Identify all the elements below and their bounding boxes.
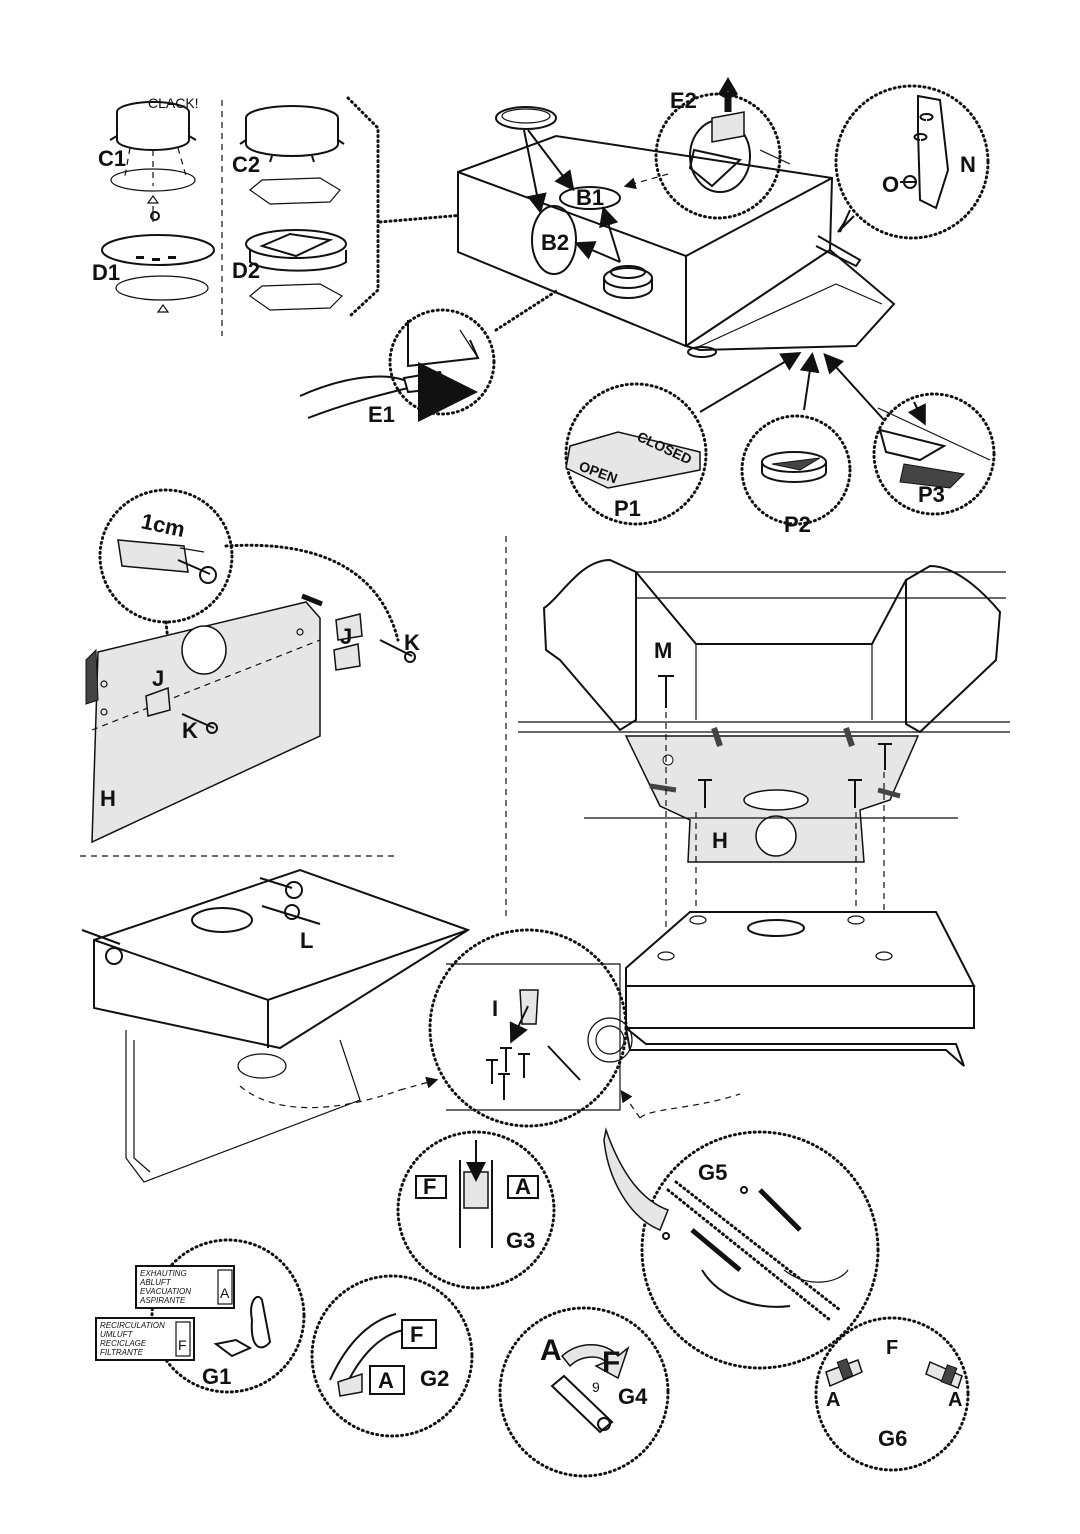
label-l: L [300,928,313,953]
label-1cm: 1cm [139,508,187,542]
g1-f: F [178,1337,187,1353]
e2-detail [654,77,791,220]
wall-mounting: 1cm [85,488,416,844]
label-j-2: J [340,624,352,649]
label-g5: G5 [698,1160,727,1185]
recirc-label-box [95,1317,195,1361]
hood-mounted [81,868,471,1183]
label-p3: P3 [918,482,945,507]
label-k-2: K [404,630,420,655]
label-g1: G1 [202,1364,231,1389]
recirc-line-4: FILTRANTE [100,1348,144,1357]
g4-small: 9 [592,1379,600,1395]
g1-detail: EXHAUTING ABLUFT EVACUATION ASPIRANTE A … [95,1238,306,1394]
label-o: O [882,172,899,197]
label-j-1: J [152,666,164,691]
label-g2: G2 [420,1366,449,1391]
c1-collar [109,101,197,222]
p-details: OPEN CLOSED [564,351,996,526]
label-b2: B2 [541,230,569,255]
g6-a-left: A [826,1389,840,1411]
label-p1: P1 [614,496,641,521]
label-k-1: K [182,718,198,743]
label-g4: G4 [618,1384,648,1409]
g6-f: F [886,1337,898,1359]
g3-a: A [515,1174,531,1199]
panel-c-d-connectors: CLACK! C1 D1 C2 D2 [92,95,502,336]
g2-detail: F A [310,1274,474,1438]
c2-collar [239,105,345,205]
recirc-line-1: RECIRCULATION [100,1321,165,1330]
label-e1: E1 [368,402,395,427]
g6-detail: F A A [814,1316,970,1472]
label-d1: D1 [92,260,120,285]
label-c2: C2 [232,152,260,177]
label-e2: E2 [670,88,697,113]
g4-f: F [602,1346,620,1379]
e1-detail [299,288,560,422]
recirc-line-2: UMLUFT [100,1330,134,1339]
g4-detail: A F 9 [498,1306,670,1478]
g3-f: F [423,1174,436,1199]
exhaust-line-3: EVACUATION [140,1287,191,1296]
g2-a: A [378,1368,394,1393]
d2-damper [245,229,347,311]
n-o-detail [834,84,990,240]
g2-f: F [410,1322,423,1347]
recirc-line-3: RECICLAGE [100,1339,147,1348]
g6-a-right: A [948,1389,962,1411]
label-h-2: H [712,828,728,853]
label-p2: P2 [784,512,811,537]
clack-text: CLACK! [148,95,199,111]
opening-b1 [559,186,621,210]
g1-a: A [220,1285,230,1301]
exhaust-line-1: EXHAUTING [140,1269,187,1278]
hood-top-view [457,106,896,358]
label-m: M [654,638,672,663]
exhaust-line-2: ABLUFT [139,1278,172,1287]
cabinet-view [518,558,1010,1067]
label-c1: C1 [98,146,126,171]
label-i: I [492,996,498,1021]
label-n: N [960,152,976,177]
label-b1: B1 [576,185,604,210]
g5-detail [603,1127,880,1370]
g4-a: A [540,1334,562,1367]
label-h-1: H [100,786,116,811]
exhaust-line-4: ASPIRANTE [139,1296,186,1305]
label-g3: G3 [506,1228,535,1253]
label-g6: G6 [878,1426,907,1451]
i-detail [428,928,741,1128]
opening-b2 [531,205,577,275]
label-d2: D2 [232,258,260,283]
d1-disc [101,234,215,313]
g3-detail: F A [396,1130,556,1290]
